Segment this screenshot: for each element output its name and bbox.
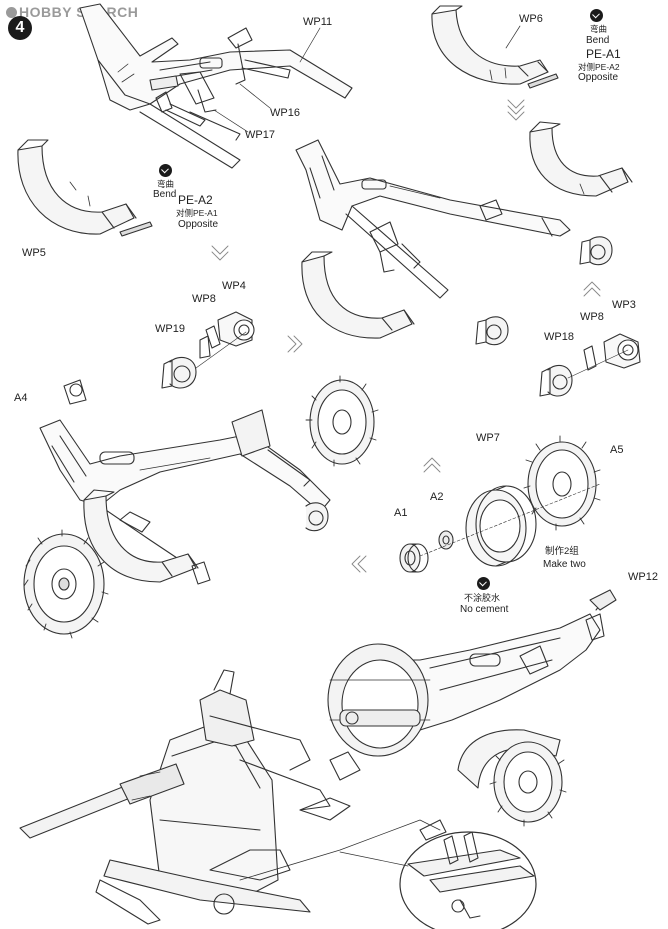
hub-bracket-left-frame [191,502,329,585]
leader-line [299,27,321,63]
label-wp18: WP18 [544,331,574,343]
photo-etch-strip-left [119,221,153,237]
bend-note-en-left: Bend [153,189,177,200]
photo-etch-strip [527,73,559,89]
label-wp6: WP6 [519,13,543,25]
label-wp8-left: WP8 [192,293,216,305]
fender-middle [301,251,415,339]
watermark-logo-icon [6,7,17,18]
label-wp7: WP7 [476,432,500,444]
label-wp16: WP16 [270,107,300,119]
label-wp4: WP4 [222,280,246,292]
label-wp3: WP3 [612,299,636,311]
label-wp5: WP5 [22,247,46,259]
opposite-note-cn-left: 对侧PE-A1 [176,208,218,218]
make-two-cn: 制作2组 [545,546,579,557]
label-wp8-right: WP8 [580,311,604,323]
no-cement-icon [477,577,490,590]
final-assembly [19,589,617,925]
wheel-lower-left [23,529,109,639]
bend-note-cn-left: 弯曲 [157,179,175,189]
fender-right-upper [529,121,633,197]
top-frame-subassembly [79,3,353,169]
label-wp19: WP19 [155,323,185,335]
hub-group-right [539,333,641,397]
bend-note-icon-left [159,164,172,177]
direction-arrows [211,99,601,573]
label-a5: A5 [610,444,624,456]
wheel-upper-left [305,375,379,467]
opposite-note-en-right: Opposite [578,72,619,83]
label-wp12: WP12 [628,571,658,583]
opposite-note-cn-right: 对侧PE-A2 [578,62,620,72]
label-wp17: WP17 [245,129,275,141]
hub-bracket-right-top [579,236,613,266]
fender-wp6 [431,5,549,85]
no-cement-cn: 不涂胶水 [464,593,501,603]
hub-bracket-middle [475,316,509,346]
fender-lower-left [83,489,199,583]
label-a2: A2 [430,491,444,503]
bend-note-cn-right: 弯曲 [590,24,608,34]
label-pe-a2: PE-A2 [178,193,213,207]
label-pe-a1: PE-A1 [586,47,621,61]
opposite-note-en-left: Opposite [178,219,219,230]
label-wp11: WP11 [303,16,333,28]
hub-group-left [161,311,255,389]
detail-magnifier [339,831,537,929]
make-two-en: Make two [543,559,586,570]
bend-note-icon-right [590,9,603,22]
bend-note-en-right: Bend [586,35,610,46]
second-frame-subassembly [295,139,571,299]
label-a4: A4 [14,392,28,404]
wheel-exploded-view [399,435,601,573]
step-number-badge: 4 [8,16,32,40]
no-cement-en: No cement [460,604,509,615]
fender-wp5 [17,139,137,235]
label-a1: A1 [394,507,408,519]
